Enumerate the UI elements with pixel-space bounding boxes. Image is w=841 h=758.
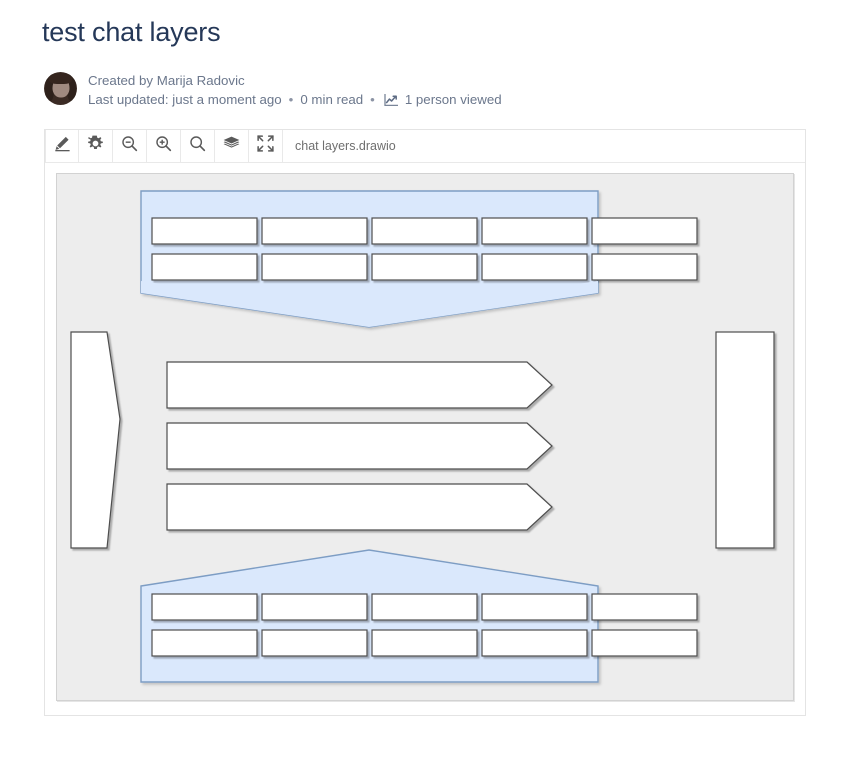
layers-button[interactable] <box>215 130 249 162</box>
zoom-in-icon <box>155 135 172 157</box>
left-arrow-shape[interactable] <box>70 331 121 549</box>
process-arrow-3[interactable] <box>166 483 553 531</box>
edit-pencil-button[interactable] <box>45 130 79 162</box>
read-time-text: 0 min read <box>300 92 364 107</box>
byline-text: Created by Marija Radovic Last updated: … <box>88 70 502 110</box>
zoom-out-icon <box>121 135 138 157</box>
top-cell-r2c3[interactable] <box>371 253 478 281</box>
created-by-text: Created by Marija Radovic <box>88 73 245 88</box>
gear-icon <box>87 135 104 157</box>
bottom-cell-r1c3[interactable] <box>371 593 478 621</box>
top-cell-r2c2[interactable] <box>261 253 368 281</box>
edit-pencil-icon <box>54 135 71 157</box>
bottom-cell-r2c2[interactable] <box>261 629 368 657</box>
avatar-hair-left <box>45 74 54 101</box>
right-rectangle-shape[interactable] <box>715 331 775 549</box>
top-banner-wings <box>141 281 598 327</box>
top-banner-shape[interactable] <box>140 190 698 328</box>
search-icon <box>189 135 206 157</box>
drawio-macro-panel: chat layers.drawio <box>44 129 806 716</box>
fullscreen-button[interactable] <box>249 130 283 162</box>
top-cell-r1c4[interactable] <box>481 217 588 245</box>
avatar-hair-right <box>67 74 76 101</box>
diagram-svg <box>70 190 775 683</box>
avatar[interactable] <box>44 72 77 105</box>
top-cell-r1c1[interactable] <box>151 217 258 245</box>
drawio-toolbar: chat layers.drawio <box>45 130 805 163</box>
top-cell-r1c5[interactable] <box>591 217 698 245</box>
analytics-chart-icon <box>384 93 399 107</box>
bottom-cell-r2c5[interactable] <box>591 629 698 657</box>
bottom-cell-r1c1[interactable] <box>151 593 258 621</box>
byline: Created by Marija Radovic Last updated: … <box>44 70 502 110</box>
top-cell-r2c1[interactable] <box>151 253 258 281</box>
zoom-in-button[interactable] <box>147 130 181 162</box>
diagram-filename: chat layers.drawio <box>295 139 396 153</box>
views-text: 1 person viewed <box>404 92 502 107</box>
layers-icon <box>223 136 240 156</box>
search-zoom-button[interactable] <box>181 130 215 162</box>
bottom-cell-r2c4[interactable] <box>481 629 588 657</box>
top-cell-r2c5[interactable] <box>591 253 698 281</box>
top-cell-r1c2[interactable] <box>261 217 368 245</box>
gear-settings-button[interactable] <box>79 130 113 162</box>
process-arrow-1[interactable] <box>166 361 553 409</box>
top-cell-r2c4[interactable] <box>481 253 588 281</box>
bottom-cell-r1c2[interactable] <box>261 593 368 621</box>
byline-meta-row: Last updated: just a moment ago • 0 min … <box>88 90 502 110</box>
diagram-canvas[interactable] <box>56 173 794 701</box>
process-arrow-2[interactable] <box>166 422 553 470</box>
page-title: test chat layers <box>42 17 221 47</box>
bottom-cell-r1c4[interactable] <box>481 593 588 621</box>
bottom-banner-shape[interactable] <box>140 549 698 683</box>
avatar-fringe <box>49 73 72 84</box>
bottom-cell-r2c3[interactable] <box>371 629 478 657</box>
last-updated-text: Last updated: just a moment ago <box>88 92 282 107</box>
separator-dot-1: • <box>288 92 294 107</box>
fullscreen-icon <box>257 135 274 157</box>
zoom-out-button[interactable] <box>113 130 147 162</box>
bottom-cell-r1c5[interactable] <box>591 593 698 621</box>
separator-dot-2: • <box>370 92 375 107</box>
top-cell-r1c3[interactable] <box>371 217 478 245</box>
bottom-cell-r2c1[interactable] <box>151 629 258 657</box>
